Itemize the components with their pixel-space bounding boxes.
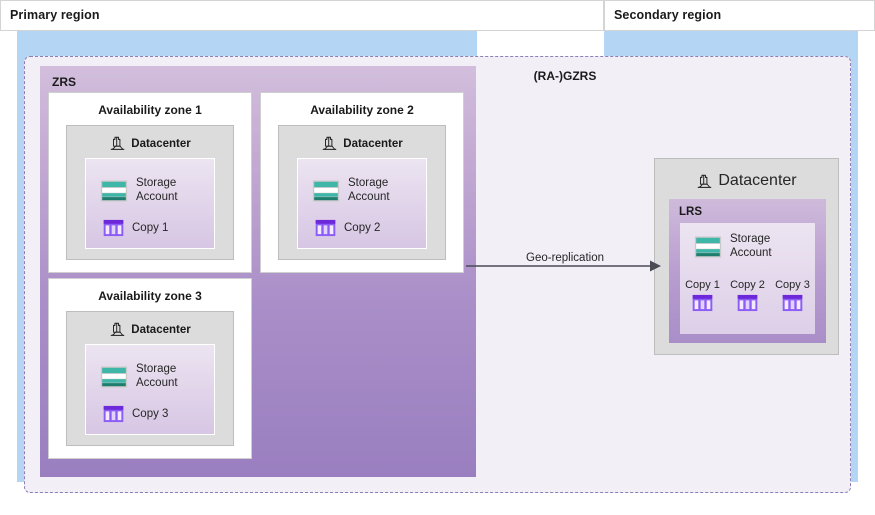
copy-icon	[103, 219, 124, 237]
storage-account-row-zone-2: Storage Account	[312, 177, 390, 204]
zrs-label: ZRS	[52, 75, 76, 89]
arrow-right-icon	[466, 260, 661, 272]
geo-replication-label: Geo-replication	[526, 252, 604, 264]
datacenter-label-zone-1: Datacenter	[131, 137, 191, 150]
datacenter-icon	[321, 135, 338, 152]
secondary-copy-item-1: Copy 1	[685, 279, 720, 312]
storage-account-icon	[100, 179, 128, 203]
copy-label-zone-1: Copy 1	[132, 222, 169, 234]
storage-account-icon	[312, 179, 340, 203]
datacenter-label-zone-2: Datacenter	[343, 137, 403, 150]
availability-zone-2-card: Availability zone 2 Datacenter	[260, 92, 464, 273]
storage-account-row-zone-3: Storage Account	[100, 363, 178, 390]
copy-label-zone-3: Copy 3	[132, 408, 169, 420]
secondary-region-header: Secondary region	[604, 0, 875, 31]
storage-account-label-zone-2: Storage Account	[348, 177, 390, 203]
datacenter-heading-zone-1: Datacenter	[67, 135, 233, 152]
primary-region-header: Primary region	[0, 0, 604, 31]
copy-icon	[103, 405, 124, 423]
secondary-copy-item-3: Copy 3	[775, 279, 810, 312]
storage-account-row-zone-1: Storage Account	[100, 177, 178, 204]
lrs-label: LRS	[679, 206, 702, 218]
copy-icon	[737, 294, 758, 312]
lrs-content-panel: Storage Account Copy 1	[680, 223, 815, 334]
primary-region-label: Primary region	[10, 8, 100, 22]
copy-icon	[315, 219, 336, 237]
storage-panel-zone-2: Storage Account Copy 2	[297, 158, 427, 249]
secondary-datacenter-label: Datacenter	[718, 172, 797, 189]
copy-row-zone-1: Copy 1	[103, 219, 168, 237]
datacenter-icon	[109, 135, 126, 152]
storage-account-icon	[694, 235, 722, 259]
datacenter-panel-zone-2: Datacenter Storage	[278, 125, 446, 260]
datacenter-panel-zone-3: Datacenter Storage	[66, 311, 234, 446]
secondary-datacenter-heading: Datacenter	[655, 172, 838, 190]
secondary-storage-account-row: Storage Account	[694, 233, 772, 260]
copy-icon	[782, 294, 803, 312]
copy-row-zone-2: Copy 2	[315, 219, 380, 237]
copy-row-zone-3: Copy 3	[103, 405, 168, 423]
lrs-block: LRS Storage Account	[669, 199, 826, 343]
copy-label-zone-2: Copy 2	[344, 222, 381, 234]
secondary-storage-account-label: Storage Account	[730, 233, 772, 259]
datacenter-heading-zone-3: Datacenter	[67, 321, 233, 338]
secondary-copies-list: Copy 1 Copy 2	[680, 279, 815, 312]
availability-zone-3-card: Availability zone 3 Datacenter	[48, 278, 252, 459]
storage-panel-zone-1: Storage Account Copy 1	[85, 158, 215, 249]
secondary-copy-item-2: Copy 2	[730, 279, 765, 312]
availability-zone-1-card: Availability zone 1 Datacenter	[48, 92, 252, 273]
gzrs-label: (RA-)GZRS	[533, 69, 597, 83]
storage-account-label-zone-3: Storage Account	[136, 363, 178, 389]
storage-account-icon	[100, 365, 128, 389]
secondary-copy-label-1: Copy 1	[685, 279, 720, 291]
datacenter-icon	[109, 321, 126, 338]
datacenter-heading-zone-2: Datacenter	[279, 135, 445, 152]
datacenter-panel-zone-1: Datacenter Storage	[66, 125, 234, 260]
storage-panel-zone-3: Storage Account Copy 3	[85, 344, 215, 435]
secondary-copy-label-3: Copy 3	[775, 279, 810, 291]
availability-zone-1-title: Availability zone 1	[98, 103, 202, 117]
availability-zone-3-title: Availability zone 3	[98, 289, 202, 303]
datacenter-label-zone-3: Datacenter	[131, 323, 191, 336]
availability-zone-2-title: Availability zone 2	[310, 103, 414, 117]
datacenter-icon	[696, 173, 713, 190]
secondary-region-label: Secondary region	[614, 8, 722, 22]
copy-icon	[692, 294, 713, 312]
storage-account-label-zone-1: Storage Account	[136, 177, 178, 203]
secondary-copy-label-2: Copy 2	[730, 279, 765, 291]
secondary-datacenter-panel: Datacenter LRS Stora	[654, 158, 839, 355]
